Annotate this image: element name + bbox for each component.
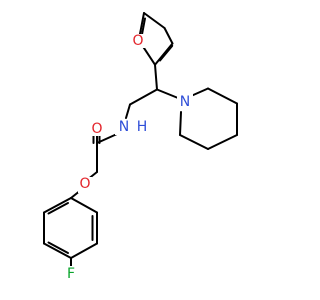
bond-pip-1: [190, 87, 209, 97]
bond-furan-4: [143, 12, 166, 29]
bond-ch-ch2: [129, 88, 158, 106]
bond-ph-3: [70, 242, 98, 259]
bond-ch-n: [156, 88, 179, 99]
carbonyl-oxygen-label: O: [91, 121, 102, 137]
bond-furan-2: [154, 42, 174, 66]
bond-ring-ch: [154, 63, 158, 91]
furan-oxygen-label: O: [132, 33, 143, 49]
ether-oxygen-label: O: [79, 176, 90, 192]
bonds: [43, 12, 238, 269]
molecule-structure: O O N H N O F: [43, 12, 238, 282]
bond-ph-4: [43, 242, 72, 259]
bond-ch2-nh: [125, 103, 131, 119]
bond-pip-2: [207, 87, 238, 105]
bond-pip-5: [179, 134, 209, 150]
bond-furan-3: [163, 27, 174, 45]
bond-pip-6: [179, 111, 182, 136]
atom-labels: O O N H N O F: [64, 33, 193, 282]
bond-ph-6: [43, 197, 72, 214]
bond-furan-double-1: [159, 44, 174, 62]
fluorine-label: F: [67, 266, 75, 282]
bond-ph-double-2: [47, 241, 69, 254]
piperidine-nitrogen-label: N: [180, 94, 190, 110]
amide-nitrogen-label: N: [119, 119, 129, 135]
bond-pip-4: [207, 134, 238, 150]
bond-ph-double-3: [47, 202, 69, 215]
amide-hydrogen-label: H: [137, 119, 148, 135]
bond-ph-1: [70, 197, 98, 214]
